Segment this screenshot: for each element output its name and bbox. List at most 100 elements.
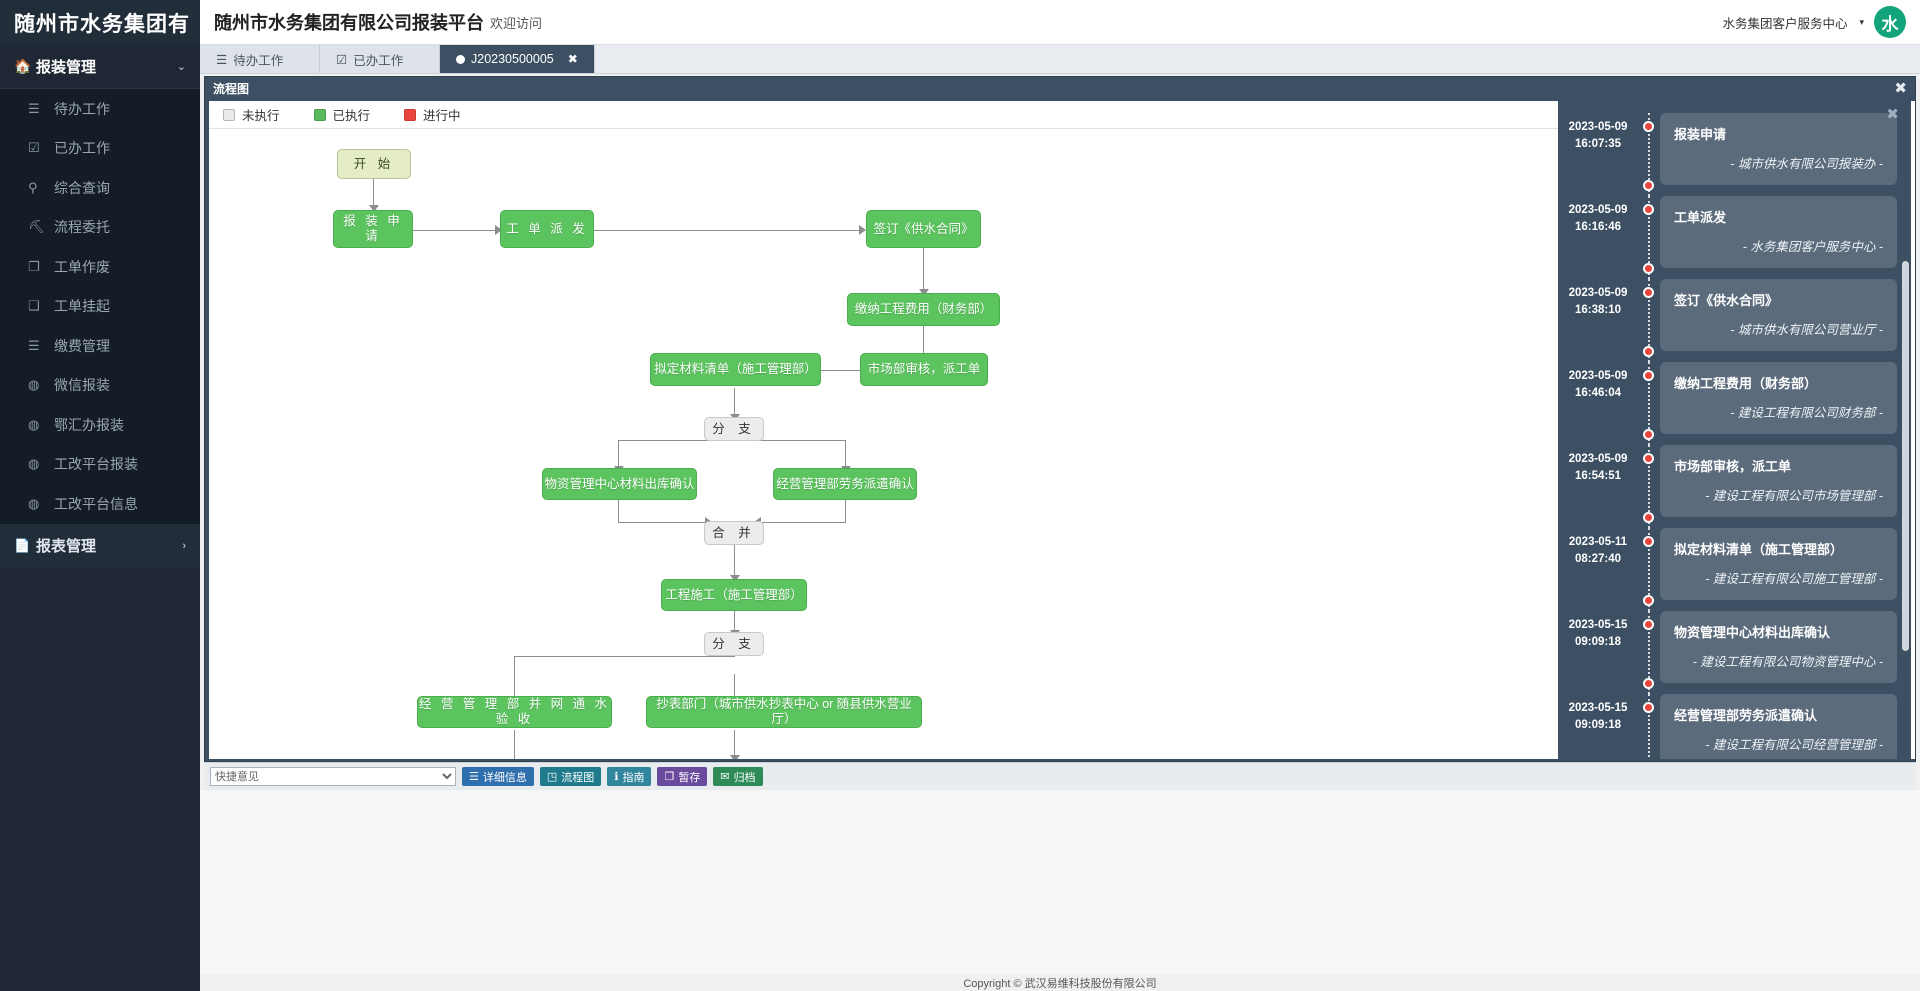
sidebar-item-0[interactable]: ☰待办工作 xyxy=(0,89,200,129)
sidebar-item-10[interactable]: ◍工改平台信息 xyxy=(0,484,200,524)
timeline-entry[interactable]: 2023-05-15 09:09:18 经营管理部劳务派遣确认- 建设工程有限公司经… xyxy=(1558,694,1911,759)
close-icon[interactable]: ✖ xyxy=(567,52,578,66)
avatar[interactable]: 水 xyxy=(1874,6,1906,38)
sidebar-item-6[interactable]: ☰缴费管理 xyxy=(0,326,200,366)
timeline-card[interactable]: 物资管理中心材料出库确认- 建设工程有限公司物资管理中心 - xyxy=(1660,611,1897,683)
toolbar-button-0[interactable]: ☰详细信息 xyxy=(462,767,534,786)
edge xyxy=(373,179,375,209)
close-icon[interactable]: ✖ xyxy=(1894,80,1907,97)
timeline-axis xyxy=(1638,528,1660,611)
sidebar-item-4[interactable]: ❐工单作废 xyxy=(0,247,200,287)
edge xyxy=(845,440,847,470)
tab-2[interactable]: J20230500005 ✖ xyxy=(440,45,595,73)
flow-node-n9[interactable]: 工程施工（施工管理部） xyxy=(661,579,807,611)
flow-gate-g1[interactable]: 分 支 xyxy=(704,417,764,441)
timeline-dot-icon xyxy=(1643,204,1654,215)
sidebar-nav-list: ☰待办工作☑已办工作⚲综合查询⛏流程委托❐工单作废❑工单挂起☰缴费管理◍微信报装… xyxy=(0,89,200,524)
sidebar-group-baozhuang[interactable]: 🏠 报装管理 ⌄ xyxy=(0,45,200,89)
page-background xyxy=(200,790,1920,991)
edge xyxy=(734,599,736,635)
tab-label: J20230500005 xyxy=(471,52,554,66)
timeline-date: 2023-05-15 xyxy=(1568,619,1628,631)
user-name[interactable]: 水务集团客户服务中心 xyxy=(1722,16,1848,31)
legend-label: 进行中 xyxy=(423,109,461,123)
timeline-dot-icon xyxy=(1643,370,1654,381)
flow-node-n7[interactable]: 物资管理中心材料出库确认 xyxy=(542,468,697,500)
timeline-card[interactable]: 经营管理部劳务派遣确认- 建设工程有限公司经营管理部 - xyxy=(1660,694,1897,759)
timeline-axis xyxy=(1638,113,1660,196)
page-title: 随州市水务集团有限公司报装平台 xyxy=(214,13,484,33)
timeline-date: 2023-05-09 xyxy=(1568,453,1628,465)
sidebar-item-7[interactable]: ◍微信报装 xyxy=(0,365,200,405)
timeline-card[interactable]: 报装申请- 城市供水有限公司报装办 - xyxy=(1660,113,1897,185)
timeline-date: 2023-05-15 xyxy=(1568,702,1628,714)
timeline-date: 2023-05-09 xyxy=(1568,121,1628,133)
timeline-card-title: 工单派发 xyxy=(1674,210,1727,225)
timeline-dot-icon xyxy=(1643,678,1654,689)
timeline-card-actor: - 城市供水有限公司报装办 - xyxy=(1730,157,1883,171)
flow-node-n8[interactable]: 经营管理部劳务派遣确认 xyxy=(773,468,917,500)
toolbar-button-4[interactable]: ✉归档 xyxy=(713,767,763,786)
toolbar-button-1[interactable]: ◳流程图 xyxy=(539,767,602,786)
sidebar-item-label: 工单作废 xyxy=(54,258,110,275)
flow-node-n2[interactable]: 工 单 派 发 xyxy=(500,210,594,248)
timeline-card[interactable]: 工单派发- 水务集团客户服务中心 - xyxy=(1660,196,1897,268)
flow-node-n4[interactable]: 缴纳工程费用（财务部） xyxy=(847,293,1000,326)
sidebar-item-2[interactable]: ⚲综合查询 xyxy=(0,168,200,208)
timeline-card[interactable]: 拟定材料清单（施工管理部）- 建设工程有限公司施工管理部 - xyxy=(1660,528,1897,600)
sidebar-item-8[interactable]: ◍鄂汇办报装 xyxy=(0,405,200,445)
timeline-card[interactable]: 市场部审核，派工单- 建设工程有限公司市场管理部 - xyxy=(1660,445,1897,517)
edge xyxy=(845,497,847,523)
timeline-time: 09:09:18 xyxy=(1574,719,1622,731)
flow-node-n6[interactable]: 拟定材料清单（施工管理部） xyxy=(650,353,821,386)
timeline-card[interactable]: 缴纳工程费用（财务部）- 建设工程有限公司财务部 - xyxy=(1660,362,1897,434)
edge xyxy=(514,730,516,759)
timeline-card-title: 物资管理中心材料出库确认 xyxy=(1674,625,1831,640)
sidebar-item-3[interactable]: ⛏流程委托 xyxy=(0,207,200,247)
flowchart: 开 始 报 装 申 请 工 单 派 发 签订《供水合同》 缴纳工程费用（财务部）… xyxy=(209,129,1906,759)
flow-node-n1[interactable]: 报 装 申 请 xyxy=(333,210,413,248)
copyright-text: Copyright © 武汉易维科技股份有限公司 xyxy=(200,975,1920,991)
flow-gate-g2[interactable]: 合 并 xyxy=(704,521,764,545)
timeline-entry[interactable]: 2023-05-09 16:54:51 市场部审核，派工单- 建设工程有限公司市场管… xyxy=(1558,445,1911,528)
sidebar-item-5[interactable]: ❑工单挂起 xyxy=(0,286,200,326)
timeline-dot-icon xyxy=(1643,619,1654,630)
tab-1[interactable]: ☑已办工作 xyxy=(320,45,440,73)
flow-node-n10[interactable]: 经 营 管 理 部 并 网 通 水 验 收 xyxy=(417,696,612,728)
flow-node-n5[interactable]: 市场部审核，派工单 xyxy=(860,353,988,386)
flow-node-start[interactable]: 开 始 xyxy=(337,149,411,179)
sidebar-item-report-management[interactable]: 📄 报表管理 › xyxy=(0,523,200,568)
timeline-dot-icon xyxy=(1643,702,1654,713)
chevron-down-icon[interactable]: ▾ xyxy=(1859,16,1864,27)
timeline-card[interactable]: 签订《供水合同》- 城市供水有限公司营业厅 - xyxy=(1660,279,1897,351)
timeline-time: 16:54:51 xyxy=(1574,470,1622,482)
sidebar-item-label: 工单挂起 xyxy=(54,298,110,315)
timeline-scrollbar[interactable] xyxy=(1902,261,1909,651)
sidebar-item-9[interactable]: ◍工改平台报装 xyxy=(0,444,200,484)
close-icon[interactable]: ✖ xyxy=(1886,106,1899,123)
flow-node-n3[interactable]: 签订《供水合同》 xyxy=(866,210,981,248)
sidebar-item-1[interactable]: ☑已办工作 xyxy=(0,128,200,168)
flow-node-n11[interactable]: 抄表部门（城市供水抄表中心 or 随县供水营业厅） xyxy=(646,696,922,728)
tab-0[interactable]: ☰待办工作 xyxy=(200,45,320,73)
legend-item-done: 已执行 xyxy=(313,105,371,124)
timeline-dot-icon xyxy=(1643,453,1654,464)
toolbar-button-3[interactable]: ❐暂存 xyxy=(657,767,708,786)
chat-icon: ◍ xyxy=(28,377,40,393)
legend-label: 已执行 xyxy=(332,109,371,123)
flow-gate-g3[interactable]: 分 支 xyxy=(704,632,764,656)
chevron-right-icon: › xyxy=(182,539,186,552)
quick-comment-select[interactable]: 快捷意见 xyxy=(210,767,456,786)
